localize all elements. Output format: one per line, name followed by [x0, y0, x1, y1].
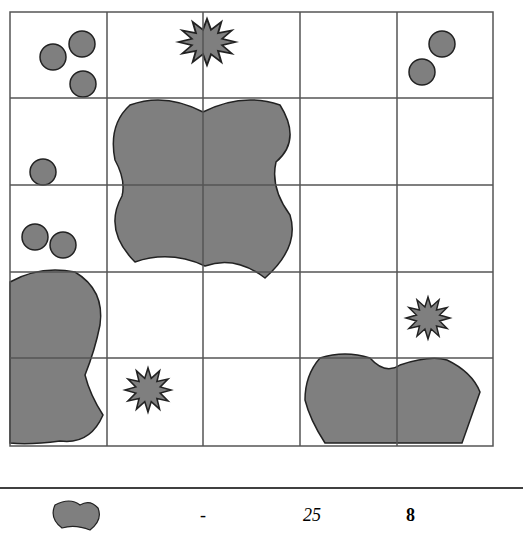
table-cell: 25	[303, 506, 321, 526]
circle	[40, 44, 66, 70]
left-blob	[10, 270, 103, 444]
grid-lines	[10, 12, 493, 446]
circle	[50, 232, 76, 258]
circle	[69, 31, 95, 57]
table-rule	[0, 487, 523, 489]
right-blob	[305, 354, 480, 443]
starburst	[125, 368, 171, 412]
circle	[30, 159, 56, 185]
starburst	[178, 19, 235, 65]
shapes	[10, 19, 480, 444]
circle	[409, 59, 435, 85]
circle	[22, 224, 48, 250]
circle	[429, 31, 455, 57]
circle	[70, 71, 96, 97]
table-cell: -	[200, 506, 206, 526]
table-cell: 8	[406, 506, 415, 526]
blob-icon	[53, 501, 99, 530]
starburst	[406, 297, 450, 339]
